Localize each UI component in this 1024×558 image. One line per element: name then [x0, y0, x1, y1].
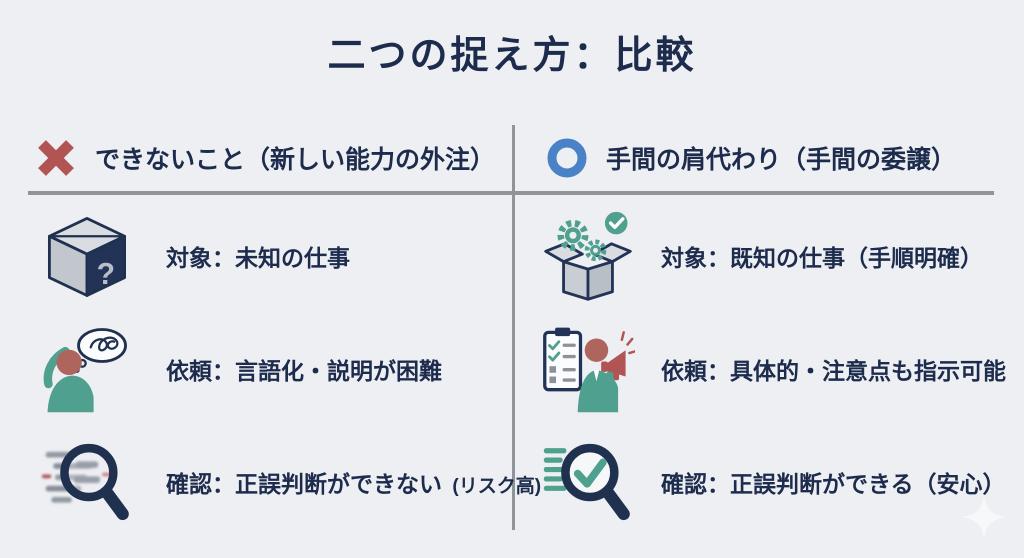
- ok-circle-icon: [545, 136, 589, 180]
- row-label: 確認：正誤判断ができない (リスク高): [166, 470, 542, 497]
- left-rows: ? 対象：未知の仕事: [0, 199, 541, 538]
- row-label: 対象：未知の仕事: [166, 244, 350, 271]
- left-column: できないこと（新しい能力の外注） ? 対象：未知の仕事: [0, 125, 541, 558]
- right-row-target: 対象：既知の仕事（手順明確）: [515, 199, 1024, 312]
- left-row-target: ? 対象：未知の仕事: [0, 199, 512, 312]
- right-column-title: 手間の肩代わり（手間の委譲）: [606, 146, 957, 174]
- magnifier-check-icon: [541, 435, 635, 529]
- row-label: 依頼：言語化・説明が困難: [166, 357, 442, 384]
- left-column-header: できないこと（新しい能力の外注）: [0, 125, 512, 191]
- right-column: 手間の肩代わり（手間の委譲）: [515, 125, 1024, 558]
- vertical-divider: [512, 125, 515, 530]
- right-column-header: 手間の肩代わり（手間の委譲）: [515, 125, 1024, 191]
- right-row-verify: 確認：正誤判断ができる（安心）: [515, 425, 1024, 538]
- left-row-verify: 確認：正誤判断ができない (リスク高): [0, 425, 541, 538]
- right-rows: 対象：既知の仕事（手順明確）: [515, 199, 1024, 538]
- sparkle-icon: [961, 494, 1007, 540]
- right-row-request: 依頼：具体的・注意点も指示可能: [515, 312, 1024, 425]
- megaphone-person-icon: [541, 322, 635, 416]
- row-label: 依頼：具体的・注意点も指示可能: [661, 357, 1006, 384]
- page-title: 二つの捉え方：比較: [327, 35, 697, 77]
- row-label: 確認：正誤判断ができる（安心）: [661, 470, 1006, 497]
- magnifier-blur-icon: [40, 435, 134, 529]
- horizontal-divider: [28, 191, 994, 195]
- svg-text:?: ?: [97, 258, 115, 291]
- open-box-gears-icon: [541, 209, 635, 303]
- confused-person-icon: [40, 322, 134, 416]
- left-column-title: できないこと（新しい能力の外注）: [95, 146, 496, 174]
- mystery-box-icon: ?: [40, 209, 134, 303]
- left-row-request: 依頼：言語化・説明が困難: [0, 312, 512, 425]
- comparison-board: できないこと（新しい能力の外注） ? 対象：未知の仕事: [0, 125, 1024, 558]
- row-label: 対象：既知の仕事（手順明確）: [661, 244, 983, 271]
- x-mark-icon: [34, 136, 78, 180]
